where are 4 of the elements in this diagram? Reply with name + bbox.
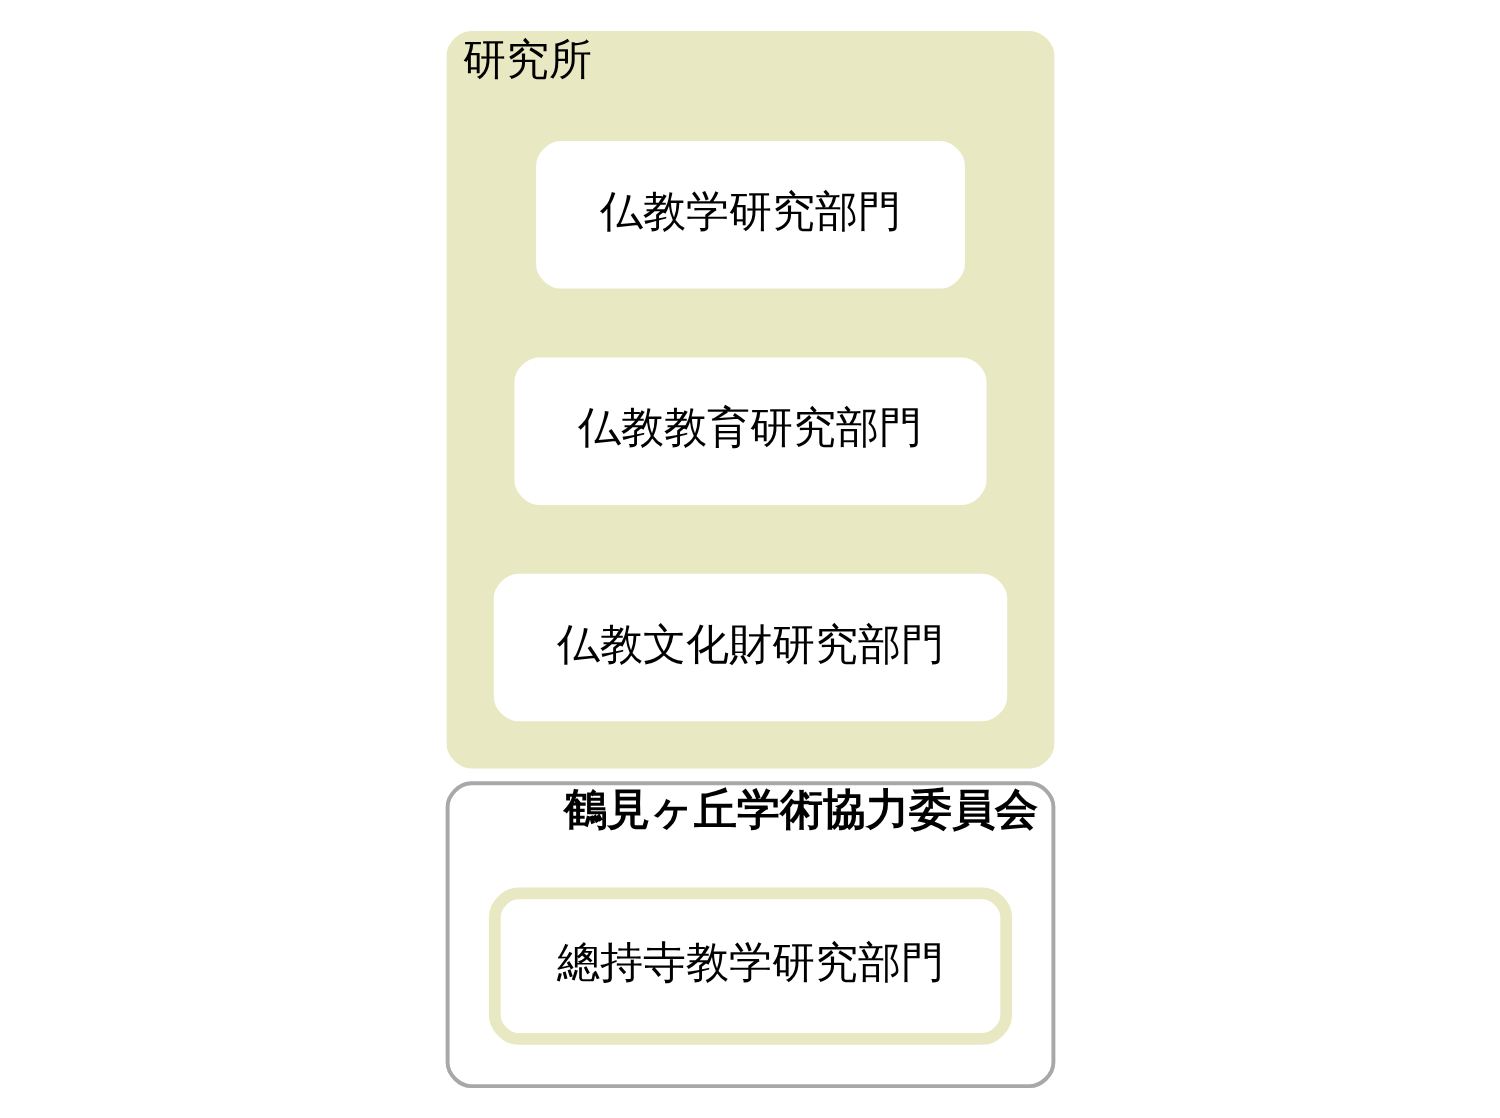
node-box: 總持寺教学研究部門 [488,887,1012,1045]
node-box: 仏教教育研究部門 [513,357,987,505]
node-box: 仏教文化財研究部門 [493,573,1007,722]
node-box: 仏教学研究部門 [535,141,965,289]
